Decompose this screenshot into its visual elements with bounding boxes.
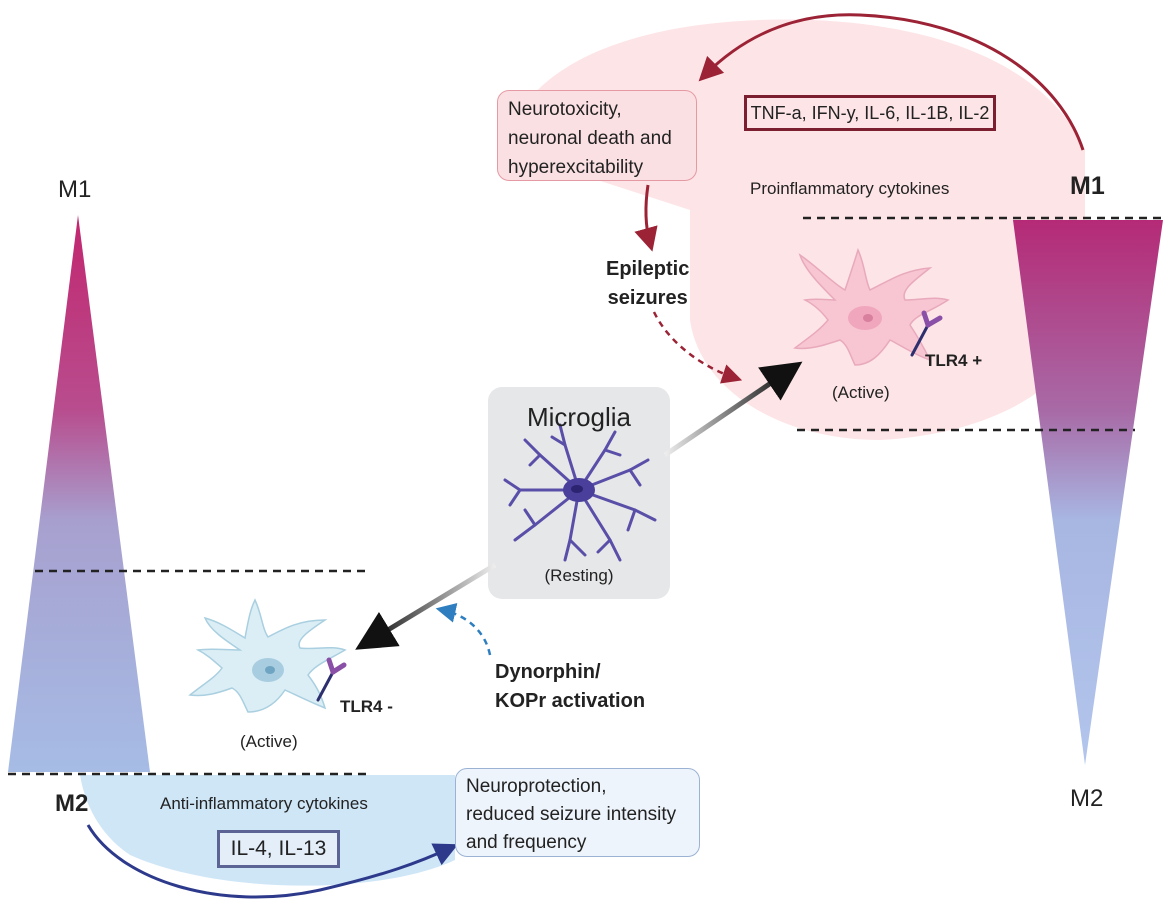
right-m1-m2-gradient-scale (1013, 220, 1163, 765)
antiinflammatory-cytokine-list: IL-4, IL-13 (217, 830, 340, 868)
proinflammatory-cycle-arrow (698, 13, 1085, 151)
neurotoxicity-outcome-box: Neurotoxicity, neuronal death and hypere… (497, 90, 697, 181)
microglia-title: Microglia (526, 402, 632, 432)
seizures-to-active-arrow (652, 311, 743, 384)
left-m1-m2-gradient-scale (8, 215, 150, 772)
m1-active-state-label: (Active) (832, 383, 890, 402)
tlr4-plus-receptor-icon (910, 310, 943, 357)
active-m2-nucleolus (265, 666, 275, 674)
active-m1-nucleolus (863, 314, 873, 322)
to-m2-arrow (355, 562, 497, 650)
antiinflammatory-cycle-arrow (86, 824, 459, 899)
dynorphin-kopr-activation-label: Dynorphin/ KOPr activation (495, 661, 646, 712)
left-scale-bottom-label: M2 (55, 790, 89, 817)
right-scale-bottom-label: M2 (1070, 785, 1104, 812)
proinflammatory-cytokines-caption: Proinflammatory cytokines (750, 179, 950, 198)
proinflammatory-cytokine-list: TNF-a, IFN-y, IL-6, IL-1B, IL-2 (744, 95, 996, 131)
right-scale-top-label: M1 (1070, 172, 1105, 200)
antiinflammatory-cytokines-caption: Anti-inflammatory cytokines (160, 794, 368, 813)
proinflammatory-region (505, 19, 1085, 441)
dynorphin-arrow (435, 603, 492, 656)
active-m2-microglia-icon (188, 598, 347, 713)
m2-active-state-label: (Active) (240, 732, 298, 751)
tlr4-minus-receptor-icon (316, 657, 347, 702)
outcome-to-seizures-arrow (634, 184, 658, 252)
resting-microglia-icon (503, 423, 657, 562)
tlr4-minus-label: TLR4 - (340, 697, 393, 716)
tlr4-plus-label: TLR4 + (925, 351, 983, 370)
left-scale-top-label: M1 (58, 176, 92, 203)
resting-microglia-nucleolus (571, 485, 583, 493)
neuroprotection-outcome-box: Neuroprotection, reduced seizure intensi… (455, 768, 700, 857)
epileptic-seizures-label: Epileptic seizures (606, 258, 690, 309)
to-m1-arrow (663, 361, 803, 458)
resting-state-label: (Resting) (544, 566, 614, 585)
